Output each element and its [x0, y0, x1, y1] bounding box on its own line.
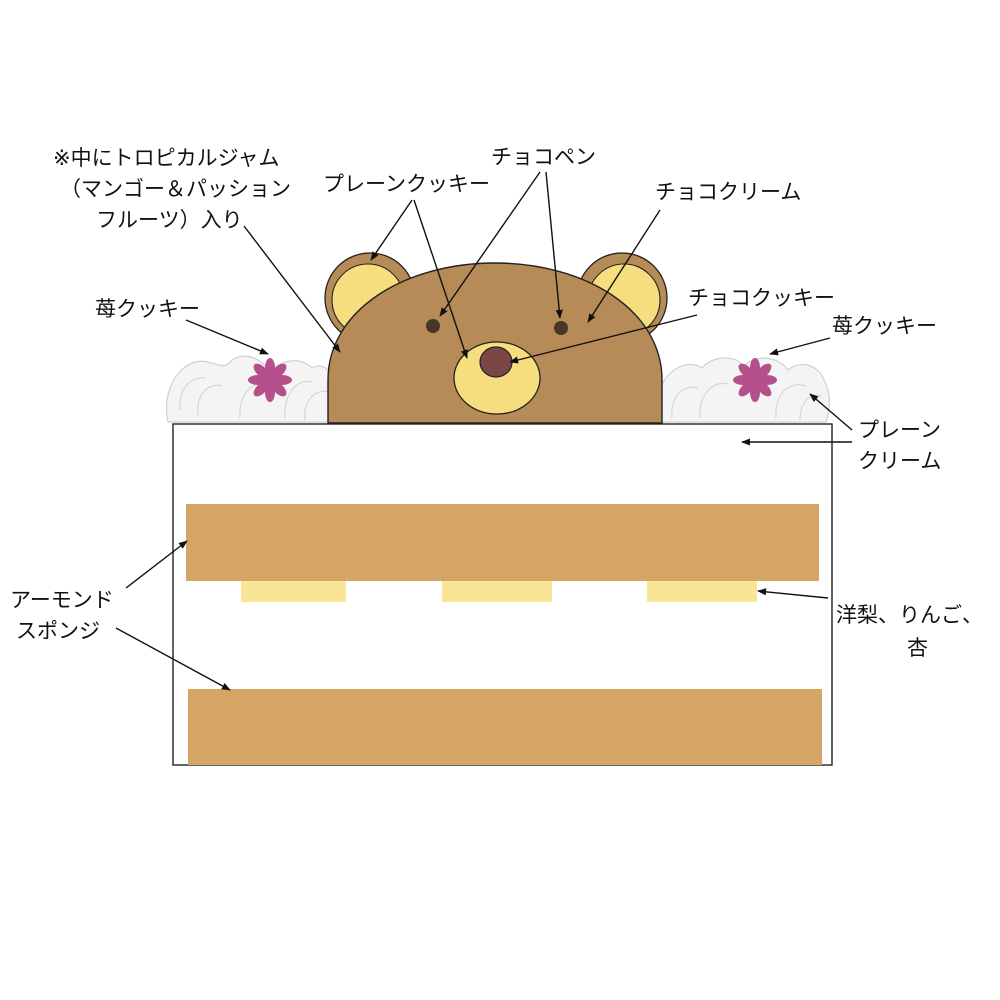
label-almond-sponge-1: アーモンド: [10, 588, 114, 612]
label-fruit-2: 杏: [907, 636, 928, 660]
label-choco-cookie: チョコクッキー: [688, 286, 835, 310]
almond-sponge-bottom: [188, 689, 822, 765]
label-strawberry-cookie-right: 苺クッキー: [832, 314, 937, 338]
arrow-choco-cream: [587, 209, 661, 323]
bear-eye-left: [426, 319, 440, 333]
callout-labels: ※中にトロピカルジャム （マンゴー＆パッション フルーツ）入り プレーンクッキー…: [10, 145, 983, 660]
label-tropical-note-1: ※中にトロピカルジャム: [53, 146, 280, 170]
plain-cream-swirls-left: [166, 355, 336, 423]
arrow-almond-sponge-top: [125, 540, 188, 589]
label-choco-pen: チョコペン: [491, 145, 596, 169]
arrow-plain-cookie-muzzle: [413, 199, 468, 359]
label-plain-cream-2: クリーム: [858, 449, 941, 473]
label-strawberry-cookie-left: 苺クッキー: [95, 297, 200, 321]
bear-eye-right: [554, 321, 568, 335]
strawberry-cookie-left: [248, 358, 292, 402]
almond-sponge-top: [186, 504, 819, 581]
label-tropical-note-2: （マンゴー＆パッション: [60, 177, 291, 201]
arrow-strawberry-right: [769, 337, 831, 356]
callout-arrows: [115, 171, 853, 691]
fruit-piece-1: [241, 581, 346, 602]
label-fruit-1: 洋梨、りんご、: [836, 603, 983, 627]
arrow-tropical-jam: [243, 225, 341, 353]
label-plain-cookie: プレーンクッキー: [323, 172, 490, 196]
fruit-piece-3: [647, 581, 757, 602]
label-almond-sponge-2: スポンジ: [16, 619, 100, 643]
arrow-almond-sponge-bottom: [115, 627, 231, 691]
arrow-fruit: [757, 588, 829, 599]
arrow-plain-cream-swirl: [809, 393, 853, 431]
label-choco-cream: チョコクリーム: [655, 180, 801, 204]
strawberry-cookie-right: [733, 358, 777, 402]
arrow-choco-cookie: [509, 314, 698, 364]
bear-nose: [479, 346, 513, 378]
arrow-strawberry-left: [185, 319, 269, 355]
arrow-choco-pen-left: [439, 171, 541, 317]
label-tropical-note-3: フルーツ）入り: [96, 208, 243, 232]
fruit-piece-2: [442, 581, 552, 602]
label-plain-cream-1: プレーン: [858, 418, 941, 442]
arrow-plain-cookie-ear: [370, 199, 413, 261]
arrow-choco-pen-right: [545, 171, 563, 319]
